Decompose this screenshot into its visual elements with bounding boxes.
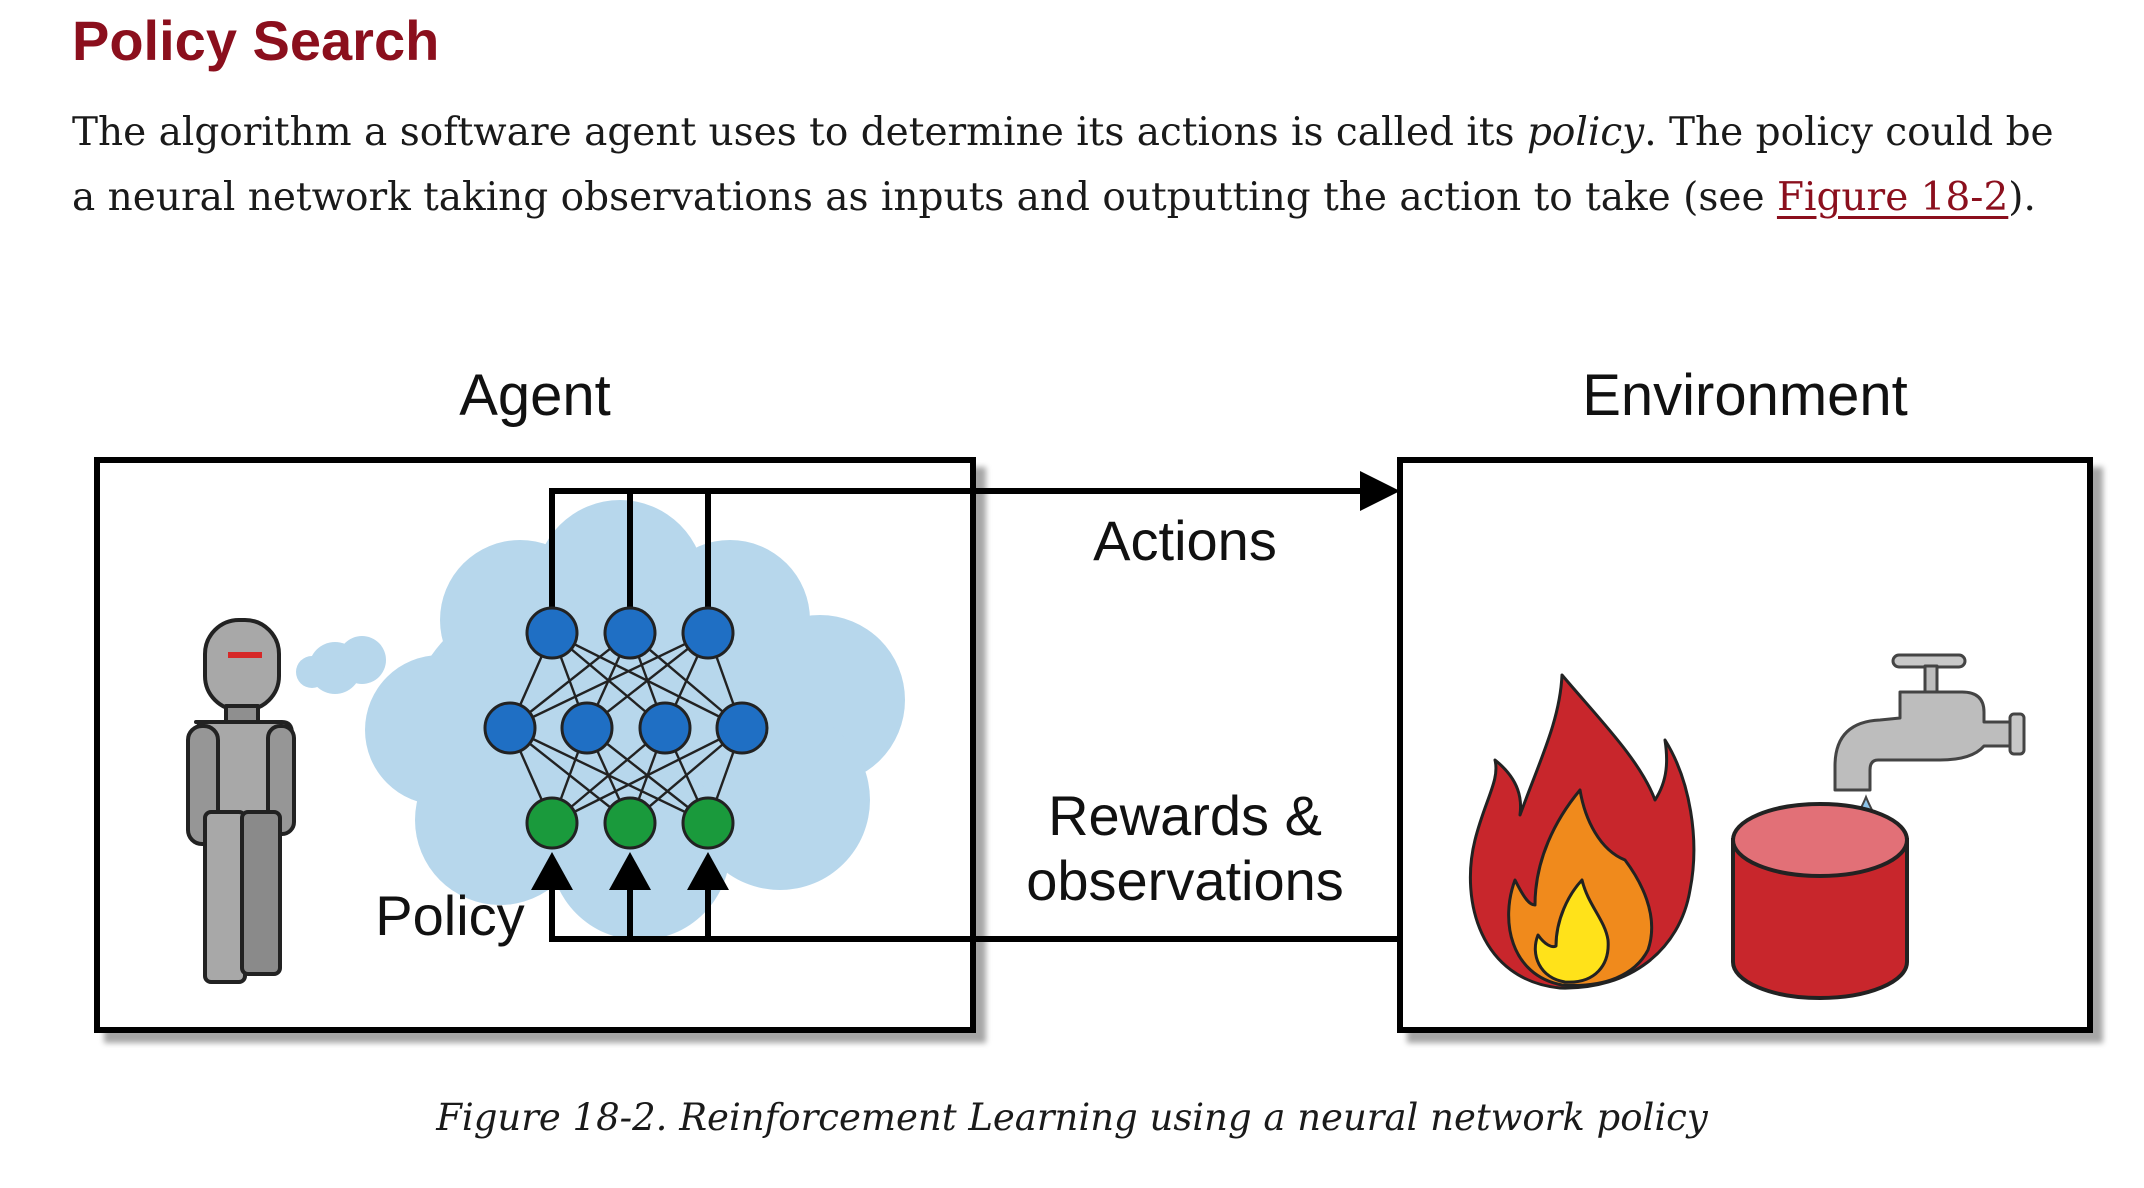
section-title: Policy Search [72, 9, 440, 72]
water-bucket-icon [1731, 802, 1909, 1000]
paragraph-text-3: ). [2008, 175, 2036, 220]
robot-agent-icon [186, 618, 296, 984]
paragraph-emphasis: policy [1526, 110, 1645, 155]
policy-label: Policy [375, 884, 524, 947]
actions-arrowhead [1360, 471, 1400, 511]
body-paragraph: The algorithm a software agent uses to d… [72, 100, 2082, 230]
paragraph-text-1: The algorithm a software agent uses to d… [72, 110, 1527, 155]
rl-figure: Agent Environment [94, 363, 2093, 1033]
rewards-label-line2: observations [1026, 849, 1344, 912]
figure-link[interactable]: Figure 18-2 [1776, 175, 2009, 220]
rewards-label-line1: Rewards & [1048, 784, 1322, 847]
paragraph-text-2: . The policy could be a neural network t… [72, 110, 2054, 220]
neural-network-icon [483, 488, 1362, 850]
actions-label: Actions [1093, 509, 1277, 572]
water-faucet-icon [1833, 653, 2026, 792]
rewards-arrows [531, 852, 1400, 942]
figure-caption: Figure 18-2. Reinforcement Learning usin… [436, 1096, 1708, 1139]
environment-label: Environment [1582, 363, 1908, 428]
agent-label: Agent [459, 363, 611, 428]
fire-icon [1468, 673, 1696, 990]
